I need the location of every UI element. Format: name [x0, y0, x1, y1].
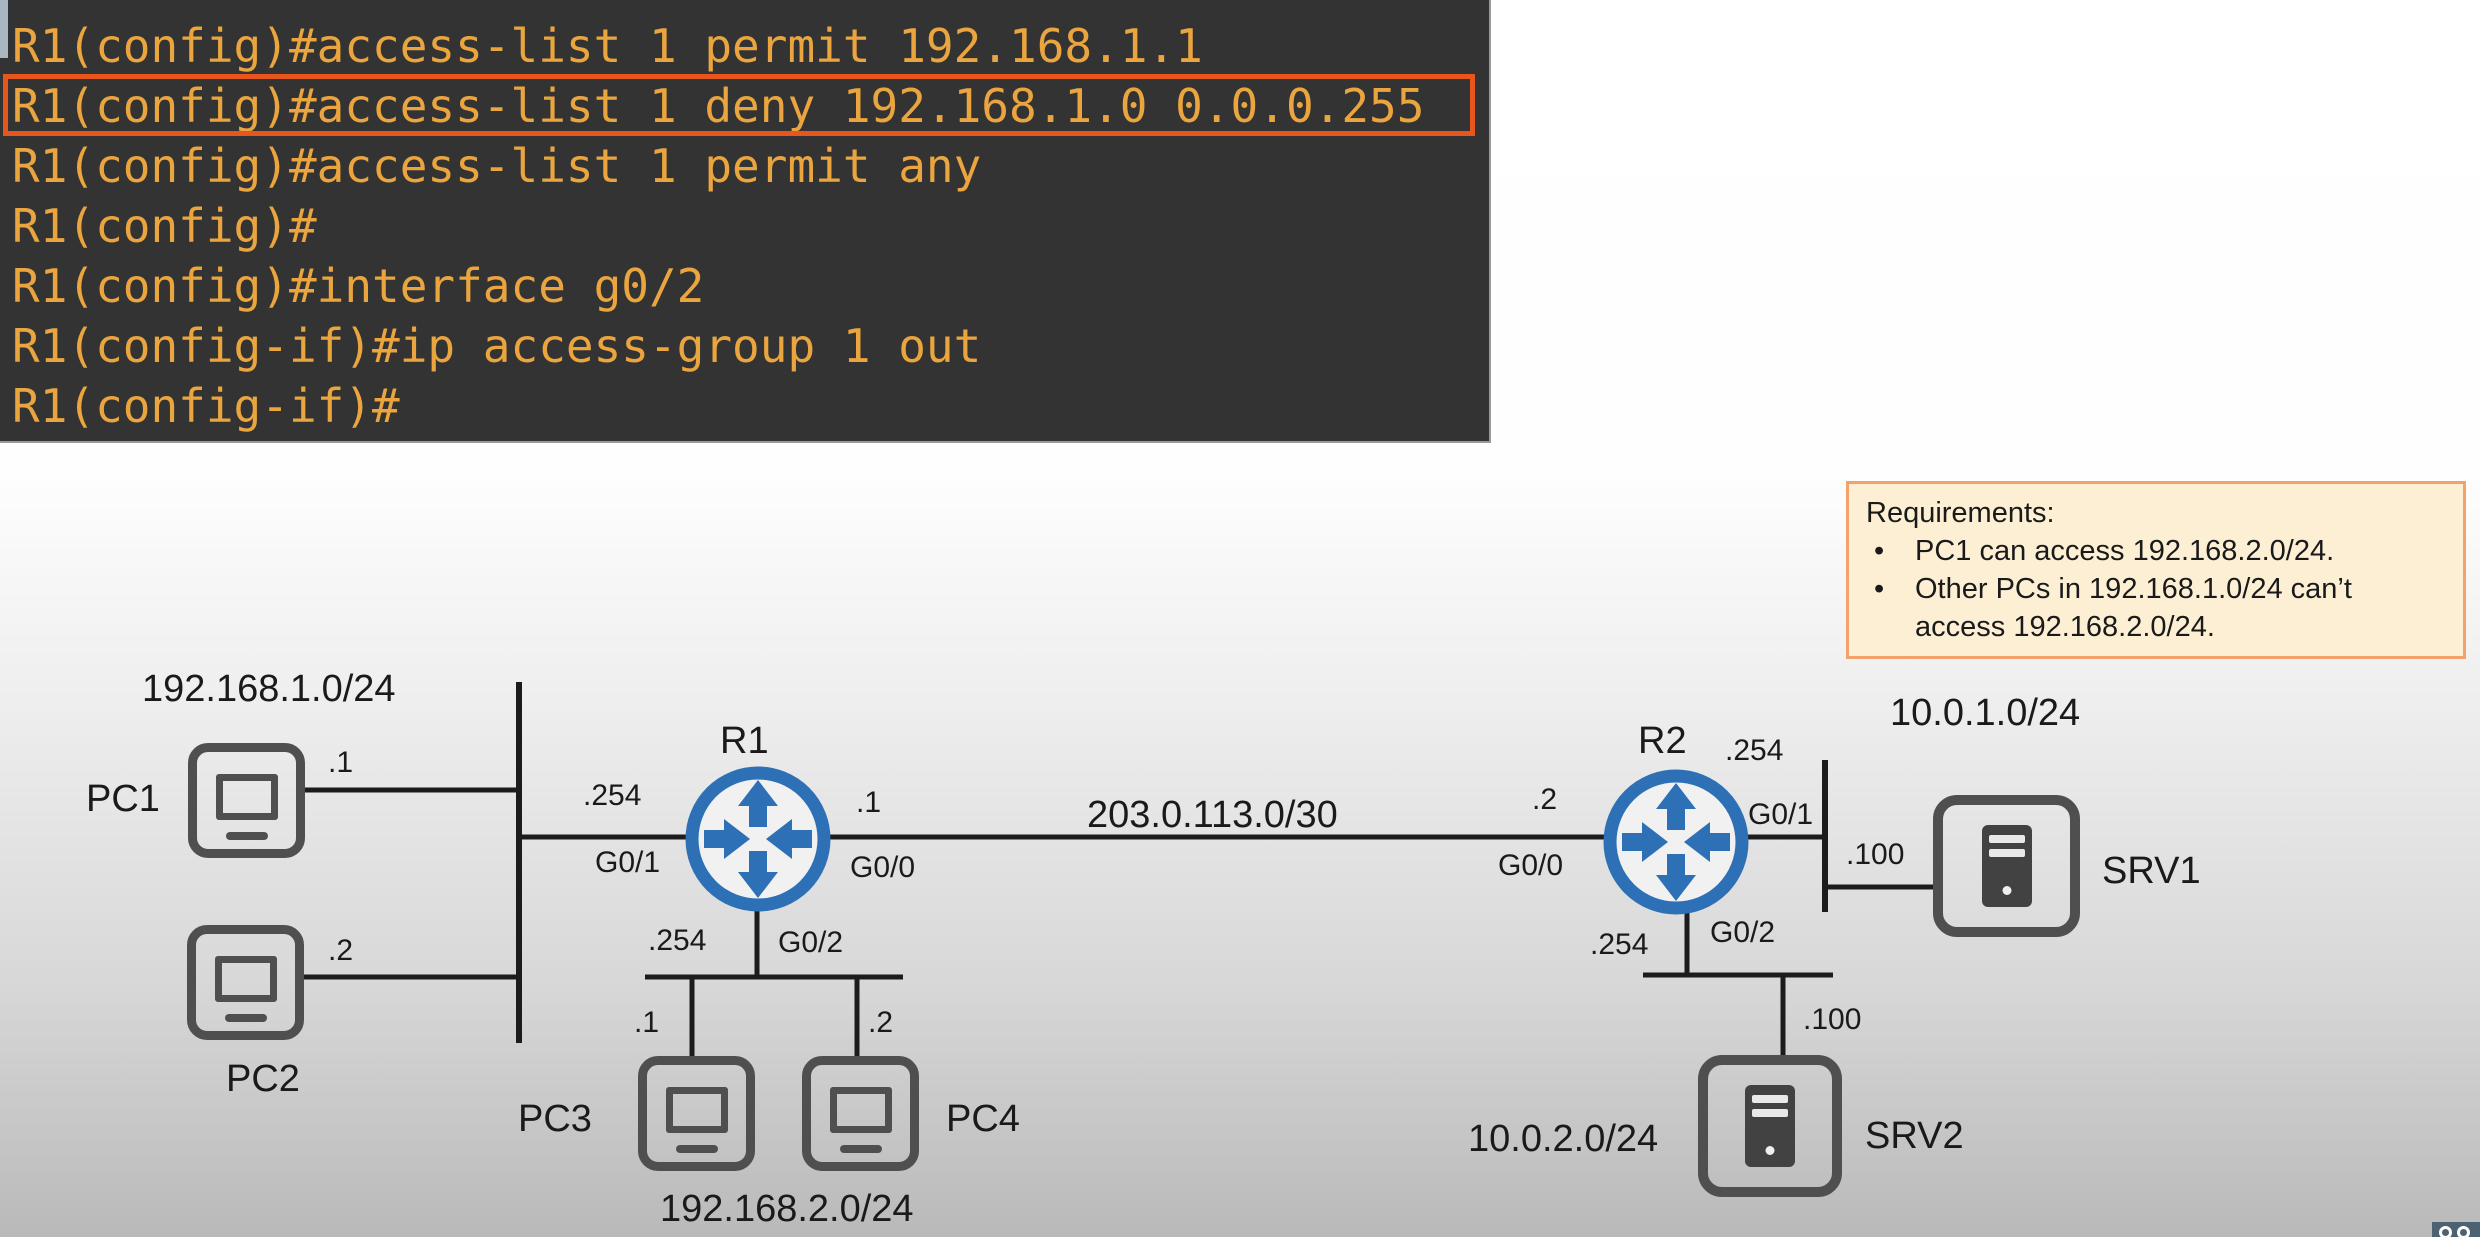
requirements-title: Requirements:: [1866, 497, 2055, 529]
pc-icon: [829, 1087, 892, 1133]
cli-terminal: R1(config)#access-list 1 permit 192.168.…: [0, 0, 1491, 443]
server-icon: [1981, 825, 2032, 907]
subnet-label-wan: 203.0.113.0/30: [1087, 794, 1338, 836]
node-label-r2: R2: [1638, 720, 1687, 762]
node-label-pc2: PC2: [226, 1058, 300, 1100]
ip-label-r1-g01: .254: [583, 779, 642, 812]
cli-line: R1(config)#interface g0/2: [12, 259, 705, 313]
node-label-pc3: PC3: [518, 1098, 592, 1140]
pc-icon-base: [675, 1145, 718, 1153]
if-label-r1-g02: G0/2: [778, 926, 844, 959]
ip-label-r2-g01: .254: [1725, 734, 1784, 767]
node-label-pc1: PC1: [86, 778, 160, 820]
node-label-srv2: SRV2: [1865, 1115, 1964, 1157]
node-label-pc4: PC4: [946, 1098, 1020, 1140]
cli-line: R1(config)#access-list 1 permit 192.168.…: [12, 19, 1203, 73]
if-label-r1-g01: G0/1: [595, 846, 661, 879]
subnet-label-lan2: 192.168.2.0/24: [660, 1188, 914, 1230]
node-label-r1: R1: [720, 720, 769, 762]
r2-node: [1601, 767, 1751, 917]
subnet-label-lan1: 192.168.1.0/24: [142, 668, 396, 710]
pc-icon-base: [225, 832, 268, 840]
pc-icon: [665, 1087, 728, 1133]
r1-node: [683, 764, 833, 914]
ip-label-pc4: .2: [868, 1006, 894, 1039]
pc4-node: [802, 1056, 919, 1171]
ip-label-srv1: .100: [1846, 838, 1905, 871]
router-icon: [685, 766, 831, 912]
ip-label-r1-g00: .1: [856, 786, 882, 819]
cli-line: R1(config)#: [12, 199, 317, 253]
pc-icon: [214, 956, 277, 1002]
subnet-label-srv2-net: 10.0.2.0/24: [1468, 1118, 1659, 1160]
if-label-r2-g00: G0/0: [1498, 849, 1564, 882]
cli-line: R1(config-if)#ip access-group 1 out: [12, 319, 982, 373]
ip-label-pc3: .1: [634, 1006, 660, 1039]
pc3-node: [638, 1056, 755, 1171]
ip-label-r1-g02: .254: [648, 924, 707, 957]
node-label-srv1: SRV1: [2102, 850, 2201, 892]
ip-label-r2-g02: .254: [1590, 928, 1649, 961]
pc2-node: [187, 925, 304, 1040]
pc-icon-base: [224, 1014, 267, 1022]
edge-strip: [0, 0, 8, 58]
requirement-item: PC1 can access 192.168.2.0/24.: [1866, 532, 2407, 570]
if-label-r1-g00: G0/0: [850, 851, 916, 884]
requirement-item: Other PCs in 192.168.1.0/24 can’t access…: [1866, 570, 2407, 646]
router-icon: [1603, 769, 1749, 915]
srv2-node: [1698, 1055, 1842, 1197]
if-label-r2-g01: G0/1: [1748, 798, 1814, 831]
cli-line: R1(config-if)#: [12, 379, 400, 433]
server-icon: [1745, 1085, 1795, 1167]
srv1-node: [1933, 795, 2080, 937]
ip-label-r2-g00: .2: [1532, 783, 1558, 816]
ip-label-pc2: .2: [328, 934, 354, 967]
watermark-logo: [2432, 1222, 2480, 1237]
pc-icon: [215, 774, 278, 820]
ip-label-srv2: .100: [1803, 1003, 1862, 1036]
requirements-callout: Requirements: PC1 can access 192.168.2.0…: [1846, 481, 2466, 659]
subnet-label-srv1-net: 10.0.1.0/24: [1890, 692, 2081, 734]
pc1-node: [188, 743, 305, 858]
pc-icon-base: [839, 1145, 882, 1153]
cli-line: R1(config)#access-list 1 permit any: [12, 139, 982, 193]
ip-label-pc1: .1: [328, 746, 354, 779]
cli-line-highlighted: R1(config)#access-list 1 deny 192.168.1.…: [12, 79, 1425, 133]
if-label-r2-g02: G0/2: [1710, 916, 1776, 949]
